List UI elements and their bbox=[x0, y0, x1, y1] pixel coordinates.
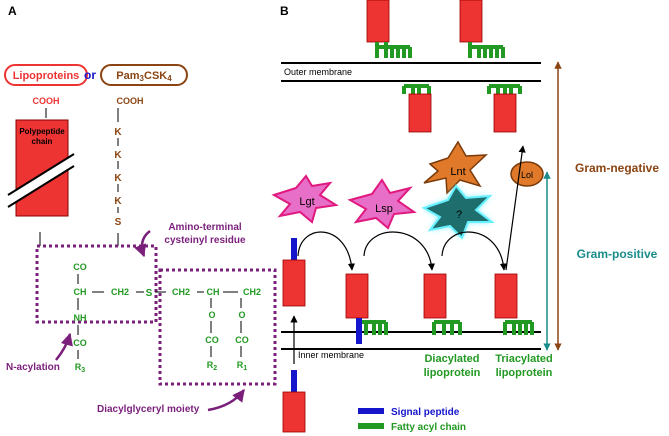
k-residue-3: K bbox=[114, 173, 122, 184]
k-residue-1: K bbox=[114, 127, 122, 138]
panel-b-letter: B bbox=[280, 4, 289, 18]
panel-a-letter: A bbox=[8, 4, 17, 18]
triacylated-label-2: lipoprotein bbox=[496, 367, 553, 379]
prelipoprotein-cytoplasm bbox=[282, 259, 306, 307]
cooh-left: COOH bbox=[33, 96, 60, 106]
lipoproteins-pill bbox=[4, 64, 88, 86]
fatty-chain-triacylated bbox=[503, 320, 534, 335]
ch-right: CH bbox=[207, 287, 220, 297]
unknown-enzyme bbox=[421, 184, 495, 240]
polypeptide-label-1: Polypeptide bbox=[19, 127, 65, 136]
inner-membrane-label: Inner membrane bbox=[298, 350, 364, 360]
signal-peptide-prelipoprotein bbox=[291, 238, 297, 260]
signal-peptide-inserted bbox=[356, 318, 362, 344]
outer-fatty-bottom-1 bbox=[402, 84, 431, 94]
co-r2: CO bbox=[205, 335, 219, 345]
chain-break-mark bbox=[8, 154, 74, 207]
lgt-label: Lgt bbox=[299, 196, 314, 208]
lnt-enzyme bbox=[423, 140, 489, 195]
k-residue-2: K bbox=[114, 150, 122, 161]
lsp-label: Lsp bbox=[375, 203, 393, 215]
arc-unknown bbox=[441, 231, 508, 271]
r1: R1 bbox=[237, 360, 248, 372]
lol-enzyme bbox=[510, 161, 544, 187]
diacylated-label-1: Diacylated bbox=[424, 353, 479, 365]
outer-lipoprotein-top-2 bbox=[459, 0, 483, 43]
legend-signal-label: Signal peptide bbox=[391, 407, 460, 418]
amino-terminal-label-2: cysteinyl residue bbox=[164, 235, 246, 246]
pam3csk4-label: Pam3CSK4 bbox=[116, 70, 172, 83]
cysteinyl-dotted-box bbox=[35, 244, 158, 324]
legend-fatty-swatch bbox=[358, 423, 384, 429]
chain-break-line-1 bbox=[7, 153, 75, 196]
diacylated-label-2: lipoprotein bbox=[424, 367, 481, 379]
ch2-b: CH2 bbox=[172, 287, 190, 297]
cooh-right: COOH bbox=[117, 96, 144, 106]
outer-fatty-top-1 bbox=[375, 42, 412, 58]
legend-fatty-label: Fatty acyl chain bbox=[391, 422, 466, 433]
outer-lipoprotein-bottom-1 bbox=[408, 93, 432, 133]
gram-negative-label: Gram-negative bbox=[575, 161, 659, 175]
r3: R3 bbox=[75, 362, 86, 374]
gram-positive-label: Gram-positive bbox=[577, 247, 658, 261]
co-top: CO bbox=[73, 262, 87, 272]
outer-fatty-bottom-2 bbox=[487, 84, 522, 94]
lol-label: Lol bbox=[521, 170, 533, 180]
outer-fatty-top-2 bbox=[468, 42, 505, 58]
co-bottom: CO bbox=[73, 338, 87, 348]
o-right: O bbox=[238, 310, 245, 320]
s-atom: S bbox=[146, 288, 153, 299]
amino-terminal-label-1: Amino-terminal bbox=[168, 222, 242, 233]
arc-lgt bbox=[297, 231, 356, 271]
outer-membrane-label: Outer membrane bbox=[284, 67, 352, 77]
lgt-enzyme bbox=[271, 174, 339, 224]
polypeptide-label-2: chain bbox=[32, 137, 53, 146]
diacylglyceryl-arrow bbox=[207, 389, 245, 412]
signal-peptide-nascent bbox=[291, 370, 297, 392]
outer-lipoprotein-top-1 bbox=[366, 0, 390, 43]
stage-lipoprotein-lgt bbox=[345, 273, 369, 319]
lsp-enzyme bbox=[347, 178, 417, 230]
fatty-chain-diacylated bbox=[432, 320, 462, 335]
amino-terminal-arrow bbox=[134, 230, 151, 258]
lipoproteins-label: Lipoproteins bbox=[13, 70, 80, 82]
k-residue-4: K bbox=[114, 196, 122, 207]
n-acylation-label: N-acylation bbox=[6, 362, 60, 373]
stage-lipoprotein-triacylated bbox=[494, 273, 518, 319]
unknown-label: ? bbox=[456, 209, 462, 221]
pam3csk4-pill bbox=[100, 64, 188, 86]
nh: NH bbox=[74, 313, 87, 323]
legend-signal-swatch bbox=[358, 408, 384, 414]
r2: R2 bbox=[207, 360, 218, 372]
lnt-label: Lnt bbox=[450, 166, 465, 178]
triacylated-label-1: Triacylated bbox=[495, 353, 552, 365]
ch-left: CH bbox=[74, 287, 87, 297]
nascent-prelipoprotein bbox=[282, 391, 306, 433]
n-acylation-arrow bbox=[55, 332, 73, 361]
outer-lipoprotein-bottom-2 bbox=[493, 93, 517, 133]
co-r1: CO bbox=[235, 335, 249, 345]
or-label: or bbox=[84, 68, 96, 82]
diacylglyceryl-label: Diacylglyceryl moiety bbox=[97, 404, 200, 415]
ch2-c: CH2 bbox=[243, 287, 261, 297]
chain-break-line-2 bbox=[7, 165, 75, 208]
o-left: O bbox=[208, 310, 215, 320]
s-residue: S bbox=[115, 217, 122, 228]
arrow-to-outer bbox=[505, 145, 526, 271]
stage-lipoprotein-diacylated bbox=[423, 273, 447, 319]
arc-lsp bbox=[363, 231, 436, 271]
fatty-chain-lgt bbox=[362, 320, 388, 335]
ch2-a: CH2 bbox=[111, 287, 129, 297]
